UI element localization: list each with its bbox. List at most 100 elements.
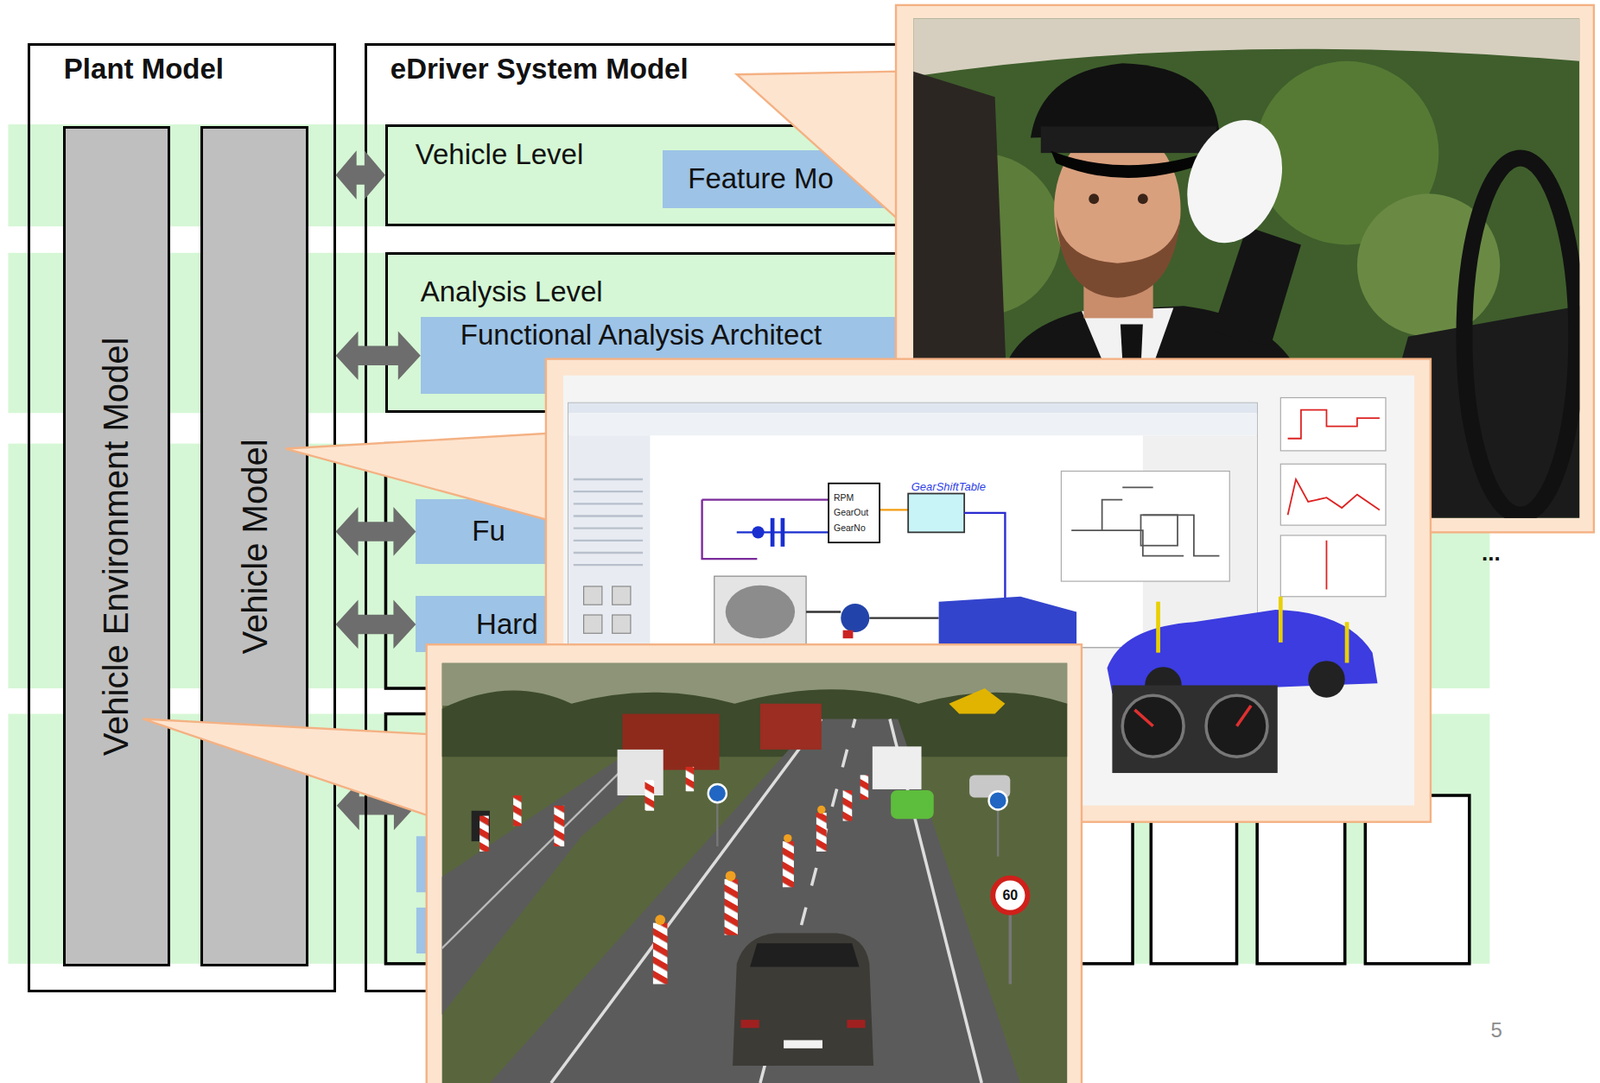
chauffeur-callout-part: [736, 71, 899, 220]
model-container: Plant ModelVehicle Environment Model Vehi…: [27, 43, 337, 994]
box-label: Vehicle Level: [415, 138, 584, 172]
simulation-screenshot-part-part: [1278, 596, 1283, 643]
simulation-screenshot-part-part: [573, 526, 643, 529]
simulation-screenshot-part: [828, 483, 880, 543]
traffic-scene-part: [749, 943, 859, 967]
simulation-screenshot-part: [843, 630, 854, 639]
traffic-scene-part: [441, 718, 674, 949]
double-arrow: [336, 600, 417, 650]
traffic-scene-part: [489, 718, 1021, 1083]
simulation-screenshot-part: [568, 402, 1258, 413]
box-label: eDriver System Model: [390, 52, 689, 86]
construction-post-part: [816, 812, 827, 852]
box-label: Hard: [476, 608, 539, 642]
simulation-screenshot-part: [751, 526, 764, 539]
simulation-screenshot-part: [573, 479, 643, 566]
simulation-screenshot-part: [568, 412, 1258, 436]
simulation-screenshot-part: [780, 518, 786, 547]
chauffeur-photo-part: [1041, 126, 1217, 153]
box-label: Fu: [471, 514, 506, 548]
label-holder: ...: [1481, 540, 1501, 567]
construction-post-part: [843, 790, 853, 821]
block-label: GearShiftTable: [911, 481, 986, 495]
traffic-scene-callout-part: [426, 644, 1082, 1083]
simulation-screenshot-part: [1140, 514, 1178, 546]
simulation-screenshot-part: [1280, 463, 1386, 526]
simulation-screenshot-callout-part: [285, 433, 549, 521]
traffic-scene-part: [992, 878, 1028, 914]
simulation-screenshot-part: [702, 500, 829, 559]
double-arrow: [336, 330, 421, 381]
traffic-scene-callout: [142, 644, 1082, 1083]
simulation-screenshot-part: [1326, 540, 1328, 591]
simulation-screenshot-part: [568, 402, 1258, 648]
chauffeur-photo-part: [1137, 193, 1149, 204]
label-holder: 60: [992, 878, 1028, 914]
simulation-screenshot-part: [840, 603, 870, 633]
simulation-screenshot-part: [1206, 695, 1268, 757]
traffic-scene-part: [989, 791, 1008, 810]
chauffeur-photo-part: [1212, 226, 1302, 347]
traffic-scene-part: [948, 688, 1005, 715]
simulation-screenshot-part: [1060, 471, 1230, 583]
construction-post-part: [479, 816, 489, 852]
model-bar: Vehicle Environment Model: [63, 126, 171, 967]
traffic-scene-part: [996, 810, 999, 858]
page-number: 5: [1491, 1018, 1503, 1043]
traffic-scene-part: [760, 704, 822, 750]
simulation-screenshot-part: [714, 576, 807, 648]
construction-post-part: [782, 841, 794, 888]
simulation-screenshot-part: [907, 494, 965, 534]
construction-post-part: [653, 923, 668, 985]
traffic-scene-part: [716, 802, 718, 847]
double-arrow: [336, 150, 386, 200]
simulation-screenshot-part: [806, 611, 940, 618]
box-label: Analysis Level: [420, 275, 604, 309]
simulation-screenshot-part: [612, 586, 631, 605]
simulation-screenshot-part: [1237, 705, 1252, 727]
box-label: Plant Model: [63, 52, 224, 86]
chauffeur-photo-part: [1051, 151, 1207, 178]
construction-post-part: [553, 806, 565, 847]
construction-post-part: [724, 879, 738, 936]
simulation-screenshot-part: [879, 508, 908, 511]
simulation-screenshot-part: [1307, 660, 1346, 699]
traffic-scene-part: [740, 1020, 759, 1029]
construction-post-part: [725, 870, 737, 882]
construction-post-part: [644, 780, 654, 811]
speed-sign-value: 60: [1002, 888, 1018, 904]
label-holder: RPM: [833, 488, 854, 505]
port-label: GearOut: [833, 507, 869, 518]
label-holder: GearOut: [833, 503, 869, 520]
simulation-screenshot-part: [725, 585, 795, 639]
simulation-screenshot-part: [1071, 487, 1220, 556]
construction-post-part: [817, 806, 826, 814]
simulation-screenshot-part-part: [573, 552, 643, 554]
simulation-screenshot-part: [1280, 535, 1386, 597]
traffic-scene-part: [732, 933, 874, 1067]
construction-post-part: [513, 795, 521, 826]
simulation-screenshot-part-part: [573, 490, 643, 493]
traffic-scene-callout-part: [142, 718, 429, 816]
simulation-screenshot-part: [1122, 695, 1184, 757]
construction-post: [479, 767, 869, 985]
simulation-screenshot-part: [1280, 398, 1386, 451]
chauffeur-photo-part: [1055, 215, 1181, 298]
chauffeur-photo-part: [1464, 158, 1577, 515]
box-label: Functional Analysis Architect: [460, 318, 822, 352]
double-arrow: [336, 507, 417, 557]
construction-post-part: [860, 774, 869, 800]
construction-post-part: [654, 914, 666, 926]
simulation-screenshot-part-part: [573, 514, 643, 517]
model-bar: Vehicle Model: [200, 126, 309, 967]
construction-post-part: [685, 767, 694, 792]
simulation-screenshot-part-part: [573, 502, 643, 505]
traffic-scene: [441, 663, 1067, 1083]
simulation-screenshot-part-part: [1155, 602, 1161, 654]
chauffeur-photo-part: [913, 18, 1580, 77]
simulation-screenshot-part-part: [1345, 622, 1350, 663]
traffic-scene-part: [783, 1040, 823, 1048]
traffic-scene-part: [617, 749, 664, 796]
simulation-screenshot-part-part: [573, 539, 643, 542]
simulation-screenshot-part: [770, 518, 775, 547]
